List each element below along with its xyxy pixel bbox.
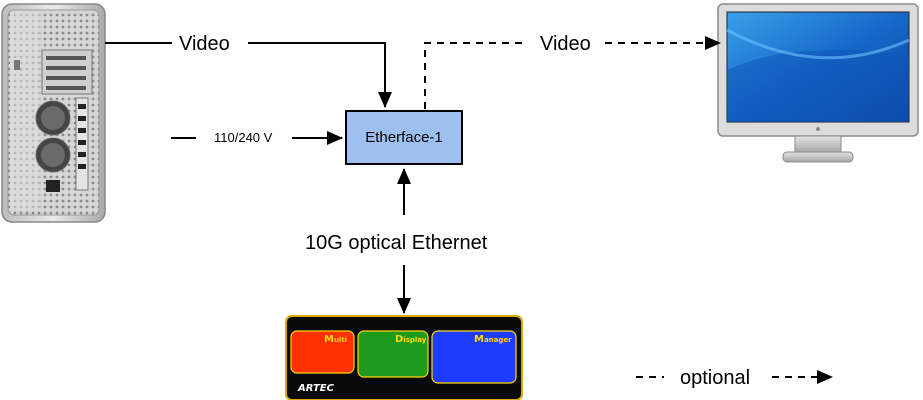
panel-segment-multi xyxy=(290,330,355,374)
etherface-label: Etherface-1 xyxy=(365,129,443,146)
connections xyxy=(105,36,833,384)
segment-initial: M xyxy=(474,334,484,345)
panel-segment-display xyxy=(357,330,429,378)
segment-rest: ulti xyxy=(334,336,347,344)
segment-rest: isplay xyxy=(403,336,426,344)
artec-logo: ARTEC xyxy=(297,383,335,394)
svg-text:Manager: Manager xyxy=(474,334,512,345)
svg-text:Multi: Multi xyxy=(324,334,347,345)
legend-optional-label: optional xyxy=(680,367,751,389)
video-out-label: Video xyxy=(540,33,591,55)
panel-segment-manager xyxy=(431,330,517,384)
tower-computer-icon xyxy=(1,3,106,223)
power-label: 110/240 V xyxy=(214,130,273,145)
segment-rest: anager xyxy=(484,336,512,344)
video-in-label: Video xyxy=(179,33,230,55)
etherface-device: Etherface-1 xyxy=(345,110,463,165)
video-out-dashed-line xyxy=(424,42,528,109)
network-label: 10G optical Ethernet xyxy=(305,232,488,254)
segment-initial: D xyxy=(395,334,403,345)
segment-initial: M xyxy=(324,334,334,345)
lcd-monitor-icon xyxy=(717,3,919,163)
video-in-arrow xyxy=(248,42,392,108)
multi-display-manager-panel: Multi Display Manager ARTEC xyxy=(285,315,523,400)
svg-text:Display: Display xyxy=(395,334,427,345)
